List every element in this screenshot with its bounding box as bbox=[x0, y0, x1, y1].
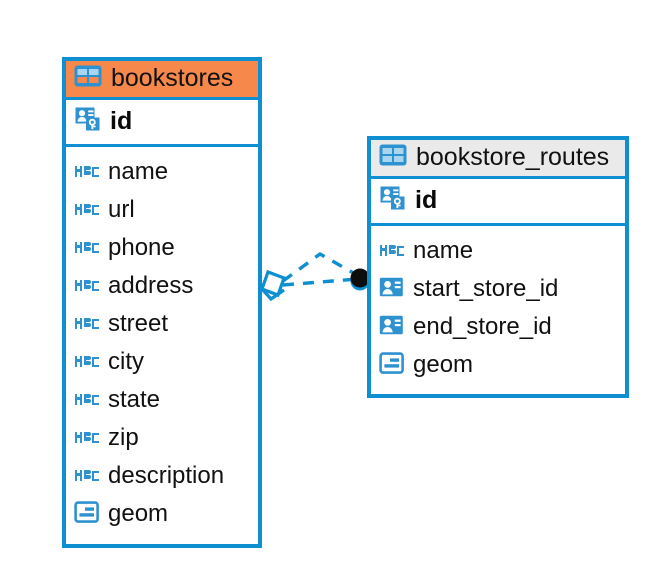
primary-key-row-bookstores[interactable]: id bbox=[66, 97, 258, 147]
table-icon bbox=[379, 144, 407, 171]
field-row[interactable]: name bbox=[379, 232, 617, 270]
text-abc-icon bbox=[74, 238, 100, 259]
field-label: url bbox=[108, 196, 135, 224]
entity-title-bookstore-routes: bookstore_routes bbox=[416, 143, 610, 172]
field-label: name bbox=[108, 158, 169, 186]
field-label: name bbox=[413, 237, 474, 265]
field-row[interactable]: end_store_id bbox=[379, 308, 617, 346]
entity-header-bookstore-routes[interactable]: bookstore_routes bbox=[371, 140, 625, 176]
field-row[interactable]: street bbox=[74, 305, 250, 343]
text-abc-icon bbox=[74, 276, 100, 297]
field-label: street bbox=[108, 310, 169, 338]
entity-bookstore-routes[interactable]: bookstore_routes id bbox=[367, 136, 629, 398]
field-row[interactable]: geom bbox=[74, 495, 250, 533]
field-row[interactable]: name bbox=[74, 153, 250, 191]
primary-key-icon bbox=[379, 184, 407, 217]
foreign-key-icon bbox=[379, 276, 405, 303]
field-row[interactable]: zip bbox=[74, 419, 250, 457]
text-abc-icon bbox=[74, 314, 100, 335]
text-abc-icon bbox=[74, 162, 100, 183]
field-label: state bbox=[108, 386, 161, 414]
relationship-line-lower bbox=[282, 277, 358, 287]
field-label: geom bbox=[413, 351, 474, 379]
crowsfoot-diamond-marker bbox=[259, 269, 287, 302]
field-row[interactable]: geom bbox=[379, 346, 617, 384]
entity-bookstores[interactable]: bookstores id bbox=[62, 57, 262, 548]
field-label: zip bbox=[108, 424, 139, 452]
field-label: city bbox=[108, 348, 144, 376]
table-icon bbox=[74, 65, 102, 92]
text-abc-icon bbox=[74, 428, 100, 449]
primary-key-row-bookstore-routes[interactable]: id bbox=[371, 176, 625, 226]
geometry-icon bbox=[74, 500, 100, 529]
field-label: address bbox=[108, 272, 194, 300]
entity-title-bookstores: bookstores bbox=[111, 64, 234, 93]
text-abc-icon bbox=[74, 352, 100, 373]
text-abc-icon bbox=[74, 200, 100, 221]
field-row[interactable]: state bbox=[74, 381, 250, 419]
text-abc-icon bbox=[379, 241, 405, 262]
field-label: geom bbox=[108, 500, 169, 528]
relationship-line-upper bbox=[281, 251, 358, 283]
foreign-key-icon bbox=[379, 314, 405, 341]
primary-key-icon bbox=[74, 105, 102, 138]
field-label: end_store_id bbox=[413, 313, 552, 341]
field-list-bookstore-routes: name start_store_id bbox=[371, 226, 625, 391]
field-label: description bbox=[108, 462, 225, 490]
text-abc-icon bbox=[74, 390, 100, 411]
field-list-bookstores: name url bbox=[66, 147, 258, 540]
field-row[interactable]: address bbox=[74, 267, 250, 305]
field-label: phone bbox=[108, 234, 175, 262]
primary-key-label-bookstores: id bbox=[110, 107, 133, 136]
field-row[interactable]: description bbox=[74, 457, 250, 495]
field-row[interactable]: phone bbox=[74, 229, 250, 267]
entity-header-bookstores[interactable]: bookstores bbox=[66, 61, 258, 97]
field-label: start_store_id bbox=[413, 275, 559, 303]
field-row[interactable]: start_store_id bbox=[379, 270, 617, 308]
field-row[interactable]: url bbox=[74, 191, 250, 229]
geometry-icon bbox=[379, 351, 405, 380]
field-row[interactable]: city bbox=[74, 343, 250, 381]
primary-key-label-bookstore-routes: id bbox=[415, 186, 438, 215]
text-abc-icon bbox=[74, 466, 100, 487]
